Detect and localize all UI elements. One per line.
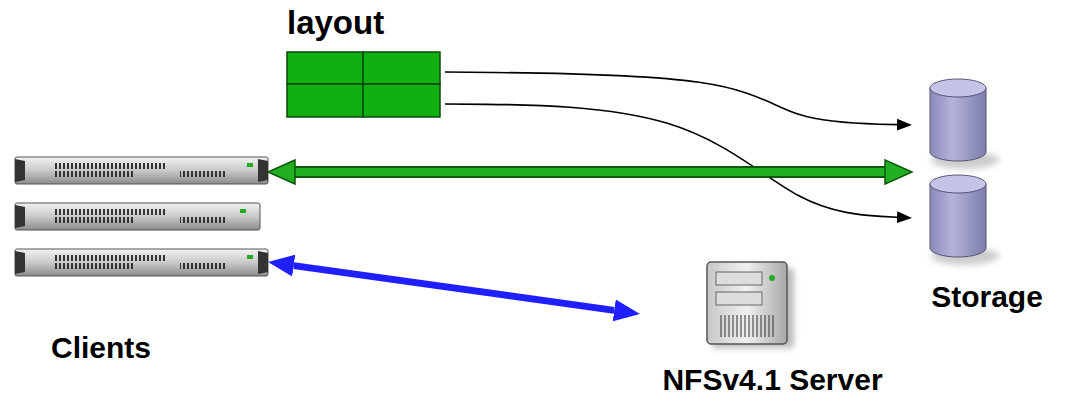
client-rack xyxy=(180,171,225,177)
client-rack xyxy=(258,251,268,274)
server-icon xyxy=(718,315,776,337)
client-rack xyxy=(15,203,260,230)
client-rack xyxy=(55,255,165,261)
client-rack xyxy=(55,171,135,177)
client-group: Clients xyxy=(15,150,268,368)
client-rack xyxy=(15,251,25,274)
client-rack xyxy=(15,159,25,182)
layout-grid xyxy=(287,84,363,117)
connector xyxy=(295,172,885,173)
client-rack xyxy=(15,203,260,230)
node-label: Clients xyxy=(51,331,151,364)
layout-grid xyxy=(287,52,363,84)
storage-disk xyxy=(930,175,999,265)
client-rack xyxy=(180,263,225,269)
connector xyxy=(445,72,897,125)
layout-grid xyxy=(287,52,440,117)
connector-line xyxy=(294,266,615,311)
connector-line xyxy=(445,104,897,217)
storage-disk xyxy=(930,88,986,161)
client-rack xyxy=(15,249,268,276)
client-rack xyxy=(55,263,135,269)
server-icon xyxy=(707,262,794,348)
storage-group: Storage xyxy=(912,75,1062,315)
client-rack xyxy=(55,163,165,169)
layout-grid xyxy=(363,52,440,84)
server-icon xyxy=(769,275,775,281)
node-label: NFSv4.1 Server xyxy=(662,363,882,396)
server-icon xyxy=(716,292,762,305)
client-rack xyxy=(240,209,246,213)
layout-grid xyxy=(363,84,440,117)
client-rack xyxy=(15,205,25,228)
client-rack xyxy=(247,163,253,167)
storage-disk xyxy=(930,175,986,193)
connector xyxy=(294,266,615,311)
server-node: NFSv4.1 Server xyxy=(640,258,905,400)
connector-line xyxy=(445,72,897,125)
client-rack xyxy=(247,255,253,259)
connector xyxy=(445,104,897,217)
client-rack xyxy=(15,157,268,184)
node-label: Storage xyxy=(931,280,1043,313)
client-rack xyxy=(15,157,268,184)
storage-disk xyxy=(930,79,999,169)
server-icon xyxy=(716,272,762,285)
connector-line xyxy=(295,168,885,176)
client-rack xyxy=(55,217,135,223)
client-rack xyxy=(15,249,268,276)
client-rack xyxy=(180,217,225,223)
client-rack xyxy=(258,159,268,182)
storage-disk xyxy=(930,184,986,257)
client-rack xyxy=(55,209,165,215)
storage-disk xyxy=(930,79,986,97)
server-icon xyxy=(707,262,787,344)
layout-label: layout xyxy=(285,5,445,120)
connector-outline xyxy=(295,166,885,178)
node-label: layout xyxy=(287,5,384,41)
